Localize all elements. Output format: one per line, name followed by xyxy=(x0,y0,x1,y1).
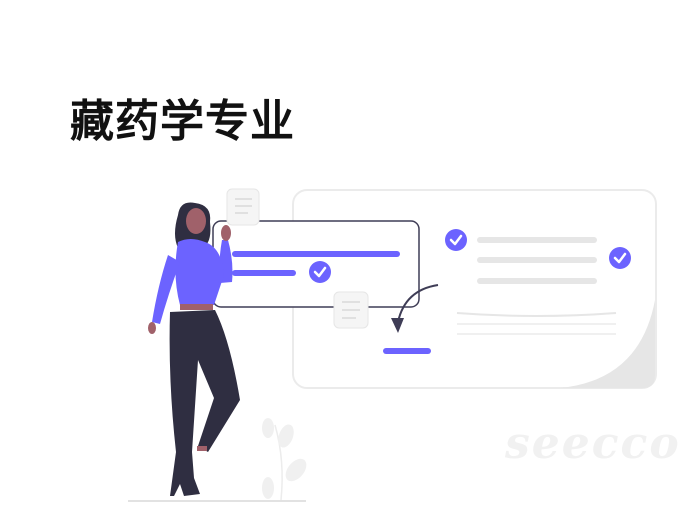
text-lines xyxy=(456,237,617,335)
check-circle-icon xyxy=(445,229,467,251)
curved-arrow-icon xyxy=(391,284,439,333)
woman-figure xyxy=(148,202,240,496)
check-circle-icon xyxy=(309,261,331,283)
note-icon xyxy=(226,188,260,226)
note-icon xyxy=(333,291,369,329)
plant-icon xyxy=(262,418,307,501)
target-line xyxy=(383,348,431,354)
page-title: 藏药学专业 xyxy=(70,96,295,147)
watermark: seecco xyxy=(505,418,681,469)
check-circle-icon xyxy=(609,247,631,269)
